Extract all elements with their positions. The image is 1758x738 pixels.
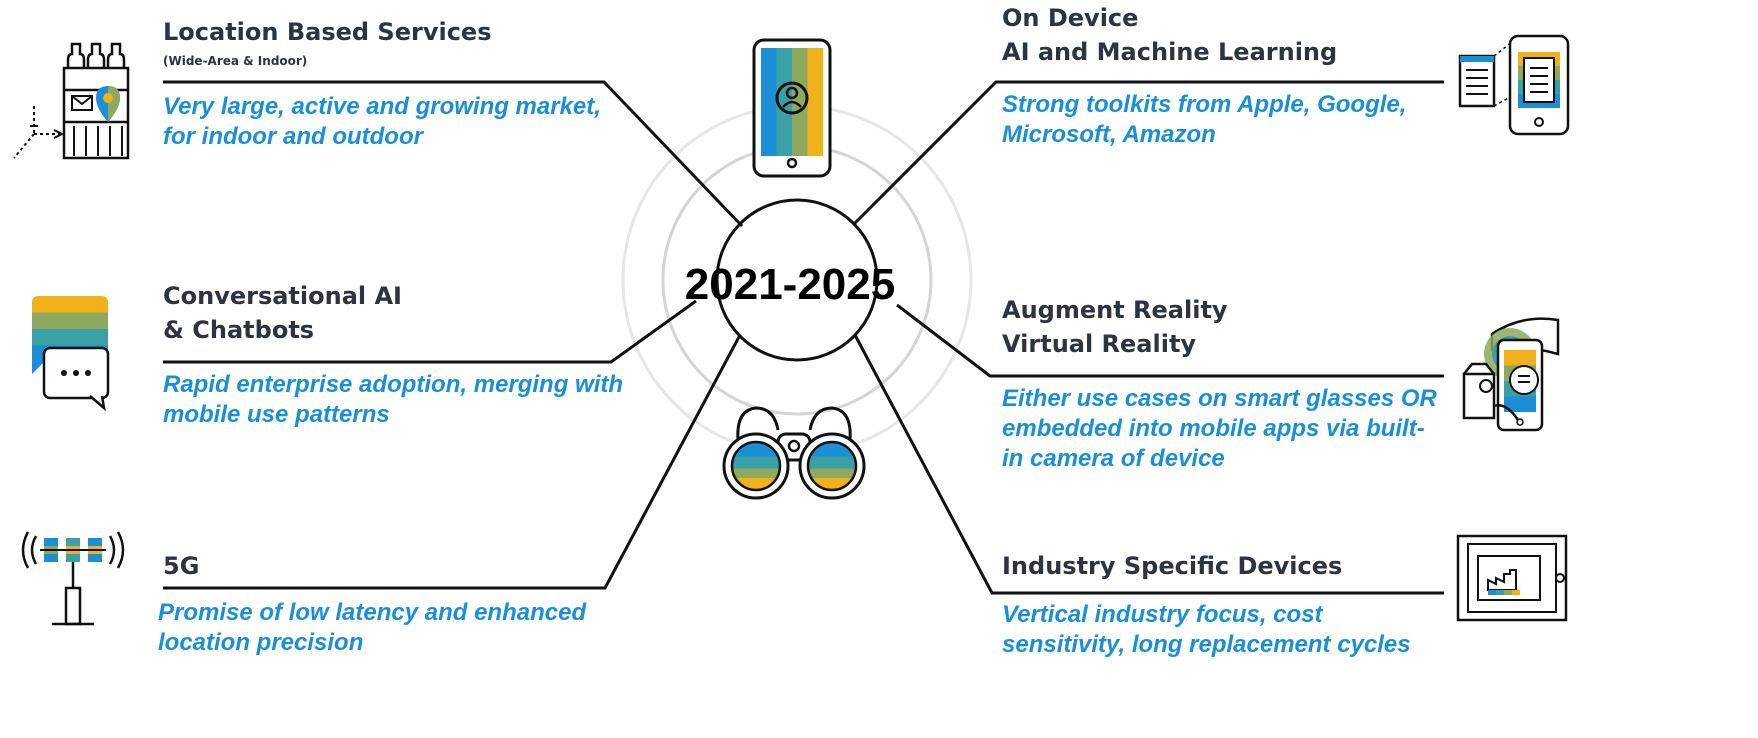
binoculars-icon bbox=[722, 406, 866, 500]
fiveg-title: 5G bbox=[163, 552, 200, 580]
connector-ai bbox=[851, 80, 1444, 227]
ar-title-line2: Virtual Reality bbox=[1002, 330, 1197, 358]
ai-title-line1: On Device bbox=[1002, 4, 1139, 32]
chat-title-line1: Conversational AI bbox=[163, 282, 402, 310]
store-shelf-location-icon bbox=[13, 42, 130, 160]
chat-bubbles-icon bbox=[32, 296, 110, 412]
connector-lbs bbox=[163, 80, 744, 228]
vr-headset-phone-icon bbox=[1462, 317, 1560, 432]
lbs-subtitle: (Wide-Area & Indoor) bbox=[163, 54, 308, 68]
connector-5g bbox=[163, 334, 742, 590]
chat-title-line2: & Chatbots bbox=[163, 316, 315, 344]
industry-description: Vertical industry focus, cost sensitivit… bbox=[1002, 601, 1411, 658]
industry-title: Industry Specific Devices bbox=[1002, 552, 1343, 580]
ai-title-line2: AI and Machine Learning bbox=[1002, 38, 1338, 66]
phone-document-scan-icon bbox=[1458, 34, 1570, 136]
connector-industry bbox=[853, 334, 1444, 595]
center-year-label: 2021-2025 bbox=[684, 260, 896, 309]
lbs-title: Location Based Services bbox=[163, 18, 492, 46]
industrial-tablet-icon bbox=[1456, 534, 1568, 622]
lbs-description: Very large, active and growing market, f… bbox=[163, 93, 601, 150]
ai-description: Strong toolkits from Apple, Google, Micr… bbox=[1002, 91, 1407, 148]
phone-user-icon bbox=[752, 38, 832, 178]
ar-title-line1: Augment Reality bbox=[1002, 296, 1228, 324]
connector-lines bbox=[163, 80, 1444, 595]
center-circle bbox=[715, 198, 879, 362]
ar-description: Either use cases on smart glasses OR emb… bbox=[1002, 385, 1437, 472]
connector-ar bbox=[896, 303, 1444, 378]
antenna-tower-icon bbox=[21, 531, 125, 626]
fiveg-description: Promise of low latency and enhanced loca… bbox=[158, 599, 587, 656]
chat-description: Rapid enterprise adoption, merging with … bbox=[163, 371, 624, 428]
connector-chat bbox=[163, 299, 697, 364]
